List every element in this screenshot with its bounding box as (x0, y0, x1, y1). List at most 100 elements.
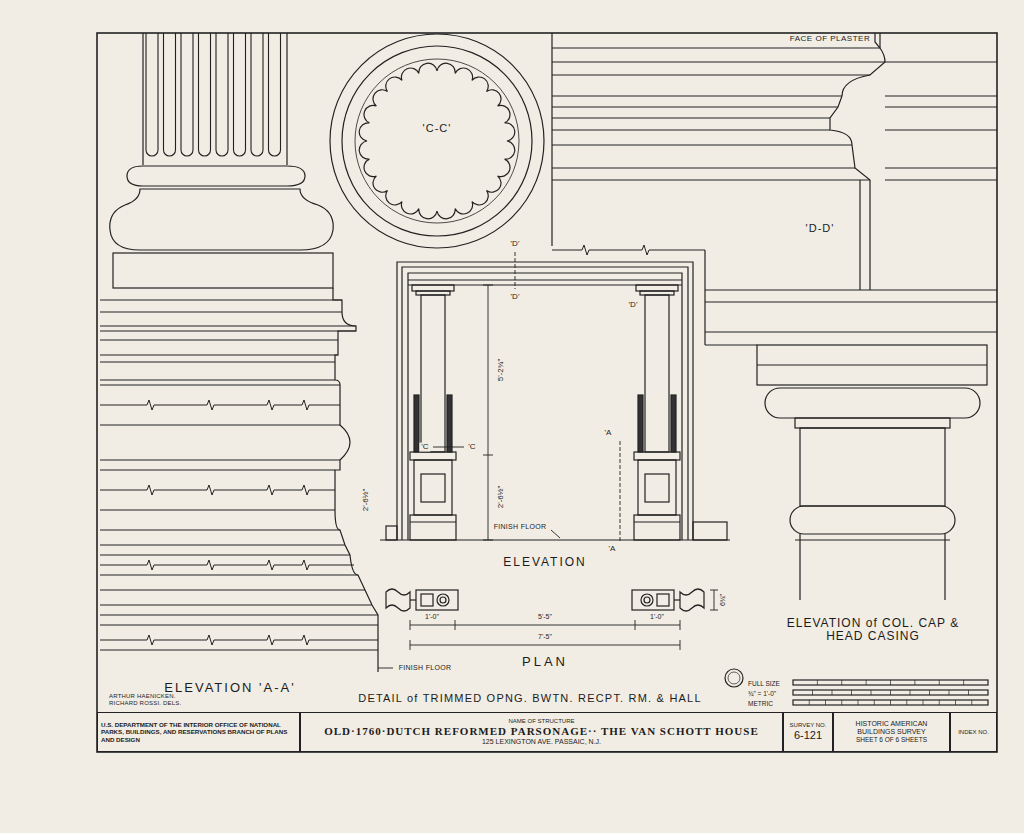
pedestal-moulding-lines (100, 299, 342, 300)
column-base-elevation (142, 33, 143, 165)
scale-bar (809, 700, 810, 705)
scale-bar (871, 690, 872, 695)
column-base-elevation (333, 288, 378, 672)
head-casing-lines (552, 95, 842, 96)
pedestal-moulding-lines (100, 509, 335, 510)
colonnette (421, 474, 445, 502)
title-block-cell: INDEX NO. (950, 712, 997, 752)
column-cap-elevation (790, 506, 955, 534)
opening-elevation (693, 522, 727, 540)
head-casing-section (705, 289, 997, 290)
drawing-label: 'D' (627, 301, 640, 310)
drawing-label: 2'-6½" (362, 487, 371, 514)
title-block-text: U.S. DEPARTMENT OF THE INTERIOR OFFICE O… (101, 721, 296, 742)
opening-elevation (408, 273, 682, 540)
drawing-label: 'D' (509, 293, 522, 302)
column-section-circle (330, 34, 544, 248)
column-cap-elevation (795, 534, 950, 600)
pedestal-moulding-lines (100, 604, 372, 605)
colonnette (410, 452, 456, 460)
opening-elevation (380, 252, 730, 541)
plan-jamb (410, 599, 416, 600)
drawing-label: 'D' (509, 240, 522, 249)
colonnette (421, 295, 445, 452)
head-casing-lines (552, 47, 880, 48)
drawing-label: METRIC (746, 700, 775, 707)
drawing-label: 'C (466, 443, 477, 452)
title-block-cell: HISTORIC AMERICAN BUILDINGS SURVEYSHEET … (833, 712, 950, 752)
scale-bar (955, 700, 956, 705)
sheet-frame (97, 33, 997, 752)
head-casing-lines (885, 106, 997, 107)
head-casing-section (705, 344, 757, 345)
plan-jamb (421, 594, 433, 606)
opening-elevation (402, 267, 688, 540)
column-base-elevation (110, 33, 393, 672)
shaft-flutes (181, 33, 193, 156)
drawing-label: 5'-2¾" (497, 357, 506, 384)
column-base-elevation (378, 668, 393, 669)
drawing-label: 'C-C' (421, 122, 454, 134)
head-casing-section (552, 33, 997, 345)
head-casing-section (705, 331, 997, 332)
title-block-text: NAME OF STRUCTURE (509, 718, 575, 725)
shaft-flutes (269, 33, 281, 156)
head-casing-lines (885, 129, 997, 130)
plan-jamb (416, 590, 458, 610)
pedestal-moulding-lines (100, 459, 340, 460)
scale-bar (793, 690, 988, 695)
head-casing-lines (552, 61, 885, 62)
drawing-label: ELEVATION of COL. CAP & HEAD CASING (779, 617, 968, 643)
leader-line (551, 530, 560, 538)
colonnette (414, 460, 452, 515)
head-casing-lines (552, 74, 870, 75)
title-block-text: SHEET 6 OF 6 SHEETS (856, 736, 927, 743)
pedestal-moulding-lines (100, 379, 335, 380)
pedestal-moulding-lines (100, 311, 342, 312)
colonnette (634, 285, 680, 540)
shaft-flutes (216, 33, 228, 156)
section-mark (515, 252, 516, 289)
scale-bar (793, 680, 988, 705)
plan-jamb (632, 589, 704, 611)
drawing-label: 'D-D' (804, 222, 837, 234)
head-casing-lines (885, 95, 997, 96)
opening-plan (386, 589, 718, 650)
head-casing-section (551, 33, 552, 246)
shaft-flutes (146, 33, 281, 156)
plan-jamb (440, 597, 446, 603)
pedestal-moulding-lines (100, 339, 338, 340)
head-casing-lines (552, 117, 830, 118)
opening-elevation (408, 279, 682, 280)
drawing-label: 6¾" (719, 592, 727, 608)
pedestal-moulding-lines (100, 589, 365, 590)
scale-bar (939, 700, 940, 705)
title-block-cell: U.S. DEPARTMENT OF THE INTERIOR OFFICE O… (97, 712, 300, 752)
column-cap-elevation (765, 388, 980, 418)
pedestal-moulding-lines (100, 574, 358, 575)
drawing-label: ELEVATION (501, 556, 589, 569)
pedestal-moulding-lines (100, 330, 356, 331)
column-base-elevation (110, 189, 333, 250)
head-casing-lines (552, 48, 997, 255)
head-casing-lines (552, 144, 852, 145)
column-section-circle (359, 63, 515, 219)
colonnette (410, 521, 456, 522)
plan-jamb (386, 589, 410, 611)
scale-bar (793, 680, 988, 685)
scale-bar (968, 690, 969, 695)
head-casing-lines (552, 106, 838, 107)
title-block-cell: SURVEY NO.6-121 (783, 712, 833, 752)
survey-seal (725, 669, 743, 687)
scale-bar (851, 690, 852, 695)
scale-bar (939, 680, 940, 685)
pedestal-moulding-lines (100, 300, 378, 650)
shaft-flutes (199, 33, 211, 156)
title-block-text: 125 LEXINGTON AVE. PASSAIC, N.J. (482, 738, 601, 746)
scale-bar (866, 680, 867, 685)
head-casing-lines (552, 245, 705, 255)
pedestal-moulding-lines (100, 424, 340, 425)
drawing-label: FINISH FLOOR (492, 523, 549, 531)
drawing-label: PLAN (520, 655, 570, 669)
